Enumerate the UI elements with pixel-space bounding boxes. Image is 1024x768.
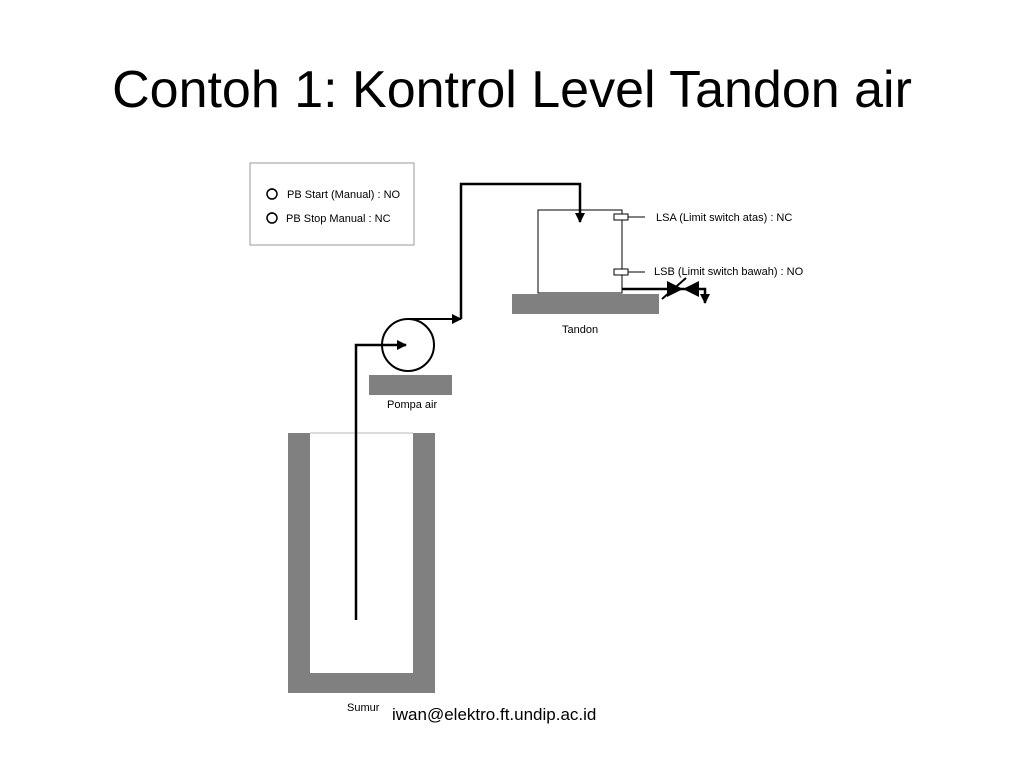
lsb-label: LSB (Limit switch bawah) : NO — [654, 266, 804, 278]
push-button-icon — [267, 188, 277, 192]
well-left-wall — [288, 433, 310, 673]
valve-icon — [667, 281, 699, 297]
limit-switch-top: LSA (Limit switch atas) : NC — [613, 212, 792, 224]
pump-label: Pompa air — [387, 399, 437, 411]
well-label: Sumur — [347, 702, 380, 714]
tank-base — [512, 294, 659, 314]
footer-email: iwan@elektro.ft.undip.ac.id — [392, 705, 597, 724]
slide-title: Contoh 1: Kontrol Level Tandon air — [112, 61, 912, 119]
lsa-label: LSA (Limit switch atas) : NC — [656, 212, 792, 224]
outlet-pipe — [622, 277, 710, 304]
well-right-wall — [413, 433, 435, 673]
pump-base — [369, 375, 452, 395]
legend-item-stop: PB Stop Manual : NC — [266, 212, 391, 225]
well: Sumur — [288, 432, 435, 714]
valve-stem — [661, 277, 687, 300]
tank: Tandon — [512, 209, 659, 336]
limit-switch-icon — [613, 213, 629, 221]
limit-switch-bottom: LSB (Limit switch bawah) : NO — [613, 266, 804, 278]
legend-frame — [249, 162, 415, 246]
legend-label-start: PB Start (Manual) : NO — [287, 189, 401, 201]
push-button-icon — [267, 212, 277, 216]
water-pump: Pompa air — [369, 318, 452, 411]
legend-item-start: PB Start (Manual) : NO — [266, 188, 401, 201]
legend-box: PB Start (Manual) : NO PB Stop Manual : … — [249, 162, 415, 246]
legend-label-stop: PB Stop Manual : NC — [286, 213, 391, 225]
outlet-line — [622, 287, 710, 304]
well-bottom — [288, 673, 435, 693]
suction-pipe — [354, 340, 407, 620]
tank-label: Tandon — [562, 324, 598, 336]
discharge-riser — [459, 182, 585, 319]
limit-switch-icon — [613, 268, 629, 276]
tank-body — [537, 209, 623, 294]
